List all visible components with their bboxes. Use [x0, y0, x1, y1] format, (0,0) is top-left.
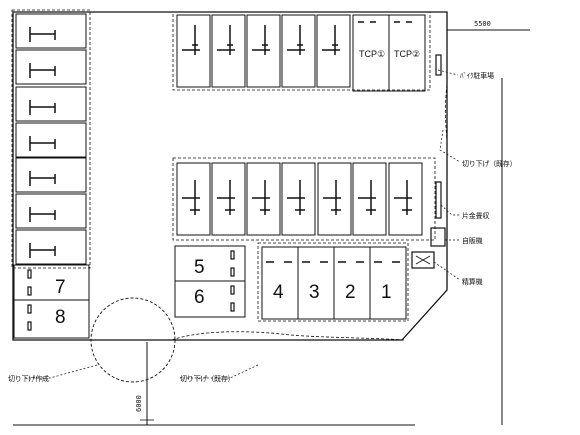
left-stall-barriers — [29, 27, 56, 258]
lots-1-4-boxes — [261, 246, 407, 320]
middle-stalls — [176, 162, 423, 236]
top-stall-barriers — [182, 25, 340, 55]
lot-6-box — [174, 280, 246, 318]
cut-existing-curve — [171, 331, 405, 341]
lot-7-8-wheelstops — [27, 269, 32, 331]
label-kiosk: 精算機 — [462, 278, 483, 286]
lot-number-4: 4 — [273, 282, 284, 303]
lot-number-8: 8 — [55, 307, 66, 328]
middle-block-dashed-outline — [172, 157, 436, 241]
lot-number-7: 7 — [55, 277, 66, 298]
lot-8-box — [13, 299, 90, 339]
label-cut-existing-bottom: 切り下げ（既存） — [180, 375, 235, 383]
new-cut-circle — [90, 297, 176, 383]
label-guard-post: 片金畳収 — [462, 212, 490, 220]
lot-number-1: 1 — [381, 282, 392, 303]
lots-1-4-dashed-outline — [257, 242, 409, 322]
label-vending-machine: 自販機 — [462, 237, 483, 245]
leader-lines — [25, 69, 461, 379]
tcp-label-2: TCP② — [394, 49, 421, 59]
lot-5-6-wheelstops — [230, 250, 235, 312]
left-stall-column — [15, 13, 87, 265]
tcp-label-1: TCP① — [359, 49, 386, 59]
left-column-dashed-outline — [11, 9, 91, 269]
dimension-bottom: 6000 — [135, 395, 143, 412]
label-cut-new: 切り下げ作成 — [8, 375, 49, 383]
lot-7-box — [13, 264, 90, 301]
label-cut-existing-right: 切り下げ（既存） — [462, 160, 517, 168]
lot-number-6: 6 — [194, 287, 205, 308]
vending-machine-marker — [430, 227, 446, 247]
cut-existing-curve-right — [445, 84, 448, 141]
top-stalls — [176, 14, 426, 92]
kiosk-marker — [411, 251, 435, 269]
lot-number-3: 3 — [309, 282, 320, 303]
middle-stall-barriers — [182, 180, 412, 215]
label-bike-parking: ﾊﾞｲｸ駐車場 — [460, 72, 494, 80]
lot-number-2: 2 — [345, 282, 356, 303]
top-block-dashed-outline — [172, 11, 431, 91]
bike-parking-marker — [435, 54, 442, 76]
dimension-top-right: 5500 — [474, 20, 491, 28]
guard-post-marker — [435, 181, 442, 219]
lot-number-5: 5 — [194, 257, 205, 278]
